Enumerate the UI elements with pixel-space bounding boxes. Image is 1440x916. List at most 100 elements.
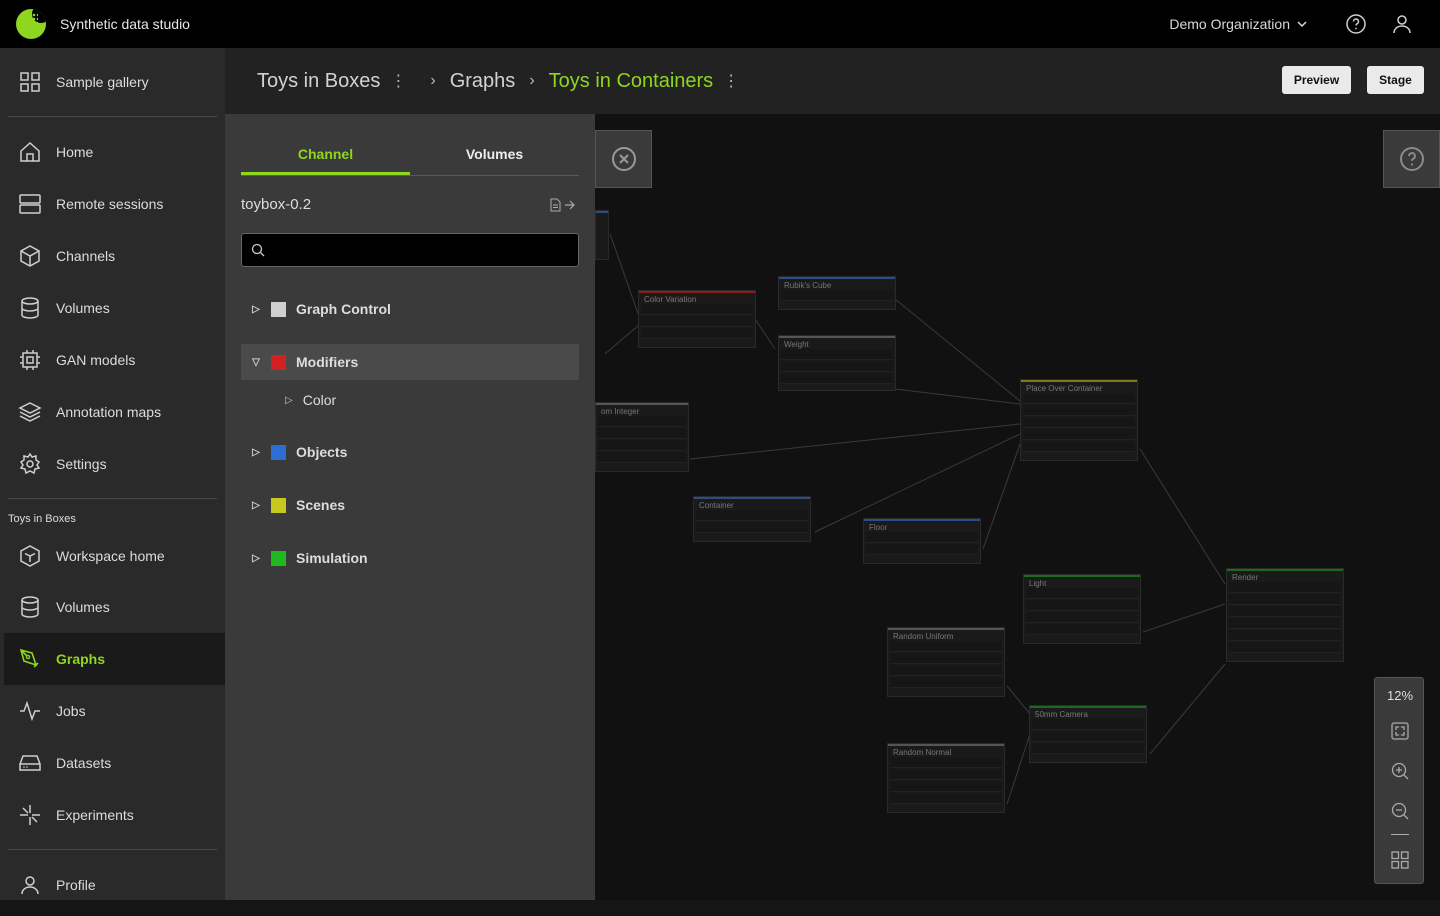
help-icon[interactable]: [1344, 12, 1368, 36]
help-panel-button[interactable]: [1383, 130, 1440, 188]
cube-icon: [20, 545, 40, 567]
help-icon: [1399, 147, 1424, 171]
tab-channel[interactable]: Channel: [241, 138, 410, 175]
caret-right-icon[interactable]: ▷: [252, 303, 260, 315]
zoom-out-icon[interactable]: [1390, 801, 1410, 821]
graph-node-place-over-container[interactable]: Place Over Container: [1020, 379, 1138, 461]
sidebar-item-workspace-volumes[interactable]: Volumes: [0, 581, 225, 633]
caret-right-icon[interactable]: ▷: [252, 552, 260, 564]
organization-selector[interactable]: Demo Organization: [1169, 16, 1308, 32]
organization-name: Demo Organization: [1169, 16, 1290, 32]
channel-docs-icon[interactable]: [549, 198, 577, 215]
chip-icon: [20, 350, 40, 370]
graph-node-weight[interactable]: Weight: [778, 335, 896, 391]
category-color-swatch: [271, 301, 286, 317]
graph-node-color-variation[interactable]: Color Variation: [638, 290, 756, 348]
graph-node-light[interactable]: Light: [1023, 574, 1141, 644]
tree-item-graph-control[interactable]: ▷ Graph Control: [241, 291, 579, 327]
tree-item-objects[interactable]: ▷ Objects: [241, 434, 579, 470]
sidebar: Sample gallery Home Remote sessions Chan…: [0, 48, 225, 900]
node-title: Container: [694, 497, 810, 510]
search-icon: [251, 243, 265, 257]
sidebar-item-home[interactable]: Home: [0, 126, 225, 178]
sidebar-item-label: Remote sessions: [56, 196, 164, 212]
graph-node-render[interactable]: Render: [1226, 568, 1344, 662]
caret-down-icon[interactable]: ▽: [252, 356, 260, 368]
sidebar-item-remote-sessions[interactable]: Remote sessions: [0, 178, 225, 230]
sidebar-item-label: Profile: [56, 877, 96, 893]
sidebar-item-label: Volumes: [56, 599, 110, 615]
sidebar-item-label: Datasets: [56, 755, 112, 771]
graph-node-random-uniform[interactable]: Random Uniform: [887, 627, 1005, 697]
graph-node-random-integer[interactable]: om Integer: [595, 402, 689, 472]
server-icon: [19, 194, 41, 214]
zoom-controls: 12%: [1374, 677, 1424, 884]
sidebar-item-jobs[interactable]: Jobs: [0, 685, 225, 737]
tree-item-modifiers[interactable]: ▽ Modifiers: [241, 344, 579, 380]
sidebar-item-experiments[interactable]: Experiments: [0, 789, 225, 841]
sidebar-item-label: Jobs: [56, 703, 86, 719]
sidebar-item-gan-models[interactable]: GAN models: [0, 334, 225, 386]
breadcrumb-separator-icon: ›: [529, 72, 535, 89]
sidebar-item-label: Home: [56, 144, 94, 160]
user-icon[interactable]: [1390, 12, 1414, 36]
home-icon: [20, 141, 40, 162]
node-search-input[interactable]: [241, 233, 579, 267]
node-title: Color Variation: [639, 291, 755, 304]
activity-icon: [20, 700, 40, 722]
tree-subitem-color[interactable]: ▷ Color: [241, 384, 579, 416]
tree-item-label: Color: [302, 392, 337, 408]
category-color-swatch: [271, 550, 286, 566]
caret-right-icon[interactable]: ▷: [285, 394, 293, 406]
tab-volumes[interactable]: Volumes: [465, 146, 524, 162]
zoom-in-icon[interactable]: [1390, 761, 1410, 781]
channel-name: toybox-0.2: [241, 196, 312, 213]
graph-node-50mm-camera[interactable]: 50mm Camera: [1029, 705, 1147, 763]
sidebar-item-sample-gallery[interactable]: Sample gallery: [0, 48, 225, 116]
sparkle-icon: [20, 805, 40, 825]
tree-item-label: Graph Control: [296, 301, 391, 317]
tree-item-scenes[interactable]: ▷ Scenes: [241, 487, 579, 523]
graph-canvas[interactable]: Color Variation Rubik's Cube Weight om I…: [595, 114, 1440, 900]
sidebar-item-volumes[interactable]: Volumes: [0, 282, 225, 334]
sidebar-item-profile[interactable]: Profile: [0, 850, 225, 916]
node-title: Weight: [779, 336, 895, 349]
sidebar-item-label: GAN models: [56, 352, 136, 368]
sidebar-item-channels[interactable]: Channels: [0, 230, 225, 282]
sidebar-item-annotation-maps[interactable]: Annotation maps: [0, 386, 225, 438]
database-icon: [21, 596, 39, 618]
sidebar-item-label: Experiments: [56, 807, 134, 823]
hard-drive-icon: [19, 755, 41, 771]
breadcrumb-current-graph[interactable]: Toys in Containers: [548, 69, 714, 92]
close-circle-icon: [611, 147, 636, 171]
graph-node-rubiks-cube[interactable]: Rubik's Cube: [778, 276, 896, 310]
breadcrumb-workspace[interactable]: Toys in Boxes: [257, 69, 381, 92]
category-color-swatch: [271, 444, 286, 460]
tree-item-simulation[interactable]: ▷ Simulation: [241, 540, 579, 576]
sidebar-item-workspace-home[interactable]: Workspace home: [0, 531, 225, 581]
pen-tool-icon: [19, 648, 39, 668]
graph-node-container[interactable]: Container: [693, 496, 811, 542]
caret-right-icon[interactable]: ▷: [252, 499, 260, 511]
stage-button[interactable]: Stage: [1367, 66, 1424, 94]
workspace-menu-icon[interactable]: ⋮: [390, 73, 407, 90]
preview-button[interactable]: Preview: [1282, 66, 1351, 94]
breadcrumb-graphs[interactable]: Graphs: [449, 69, 516, 92]
database-icon: [21, 297, 39, 319]
grid-layout-icon[interactable]: [1390, 850, 1410, 870]
sidebar-item-graphs[interactable]: Graphs: [4, 633, 225, 685]
app-logo[interactable]: [16, 9, 46, 39]
close-panel-button[interactable]: [595, 130, 652, 188]
sidebar-item-settings[interactable]: Settings: [0, 438, 225, 490]
tree-item-label: Scenes: [296, 497, 346, 513]
graph-menu-icon[interactable]: ⋮: [723, 73, 740, 90]
sidebar-item-datasets[interactable]: Datasets: [0, 737, 225, 789]
node-title: Floor: [864, 519, 980, 532]
graph-node-floor[interactable]: Floor: [863, 518, 981, 564]
graph-node[interactable]: [595, 210, 609, 260]
page-header: Toys in Boxes ⋮ › Graphs › Toys in Conta…: [225, 48, 1440, 114]
graph-node-random-normal[interactable]: Random Normal: [887, 743, 1005, 813]
caret-right-icon[interactable]: ▷: [252, 446, 260, 458]
fit-view-icon[interactable]: [1390, 721, 1410, 741]
node-title: Random Uniform: [888, 628, 1004, 641]
